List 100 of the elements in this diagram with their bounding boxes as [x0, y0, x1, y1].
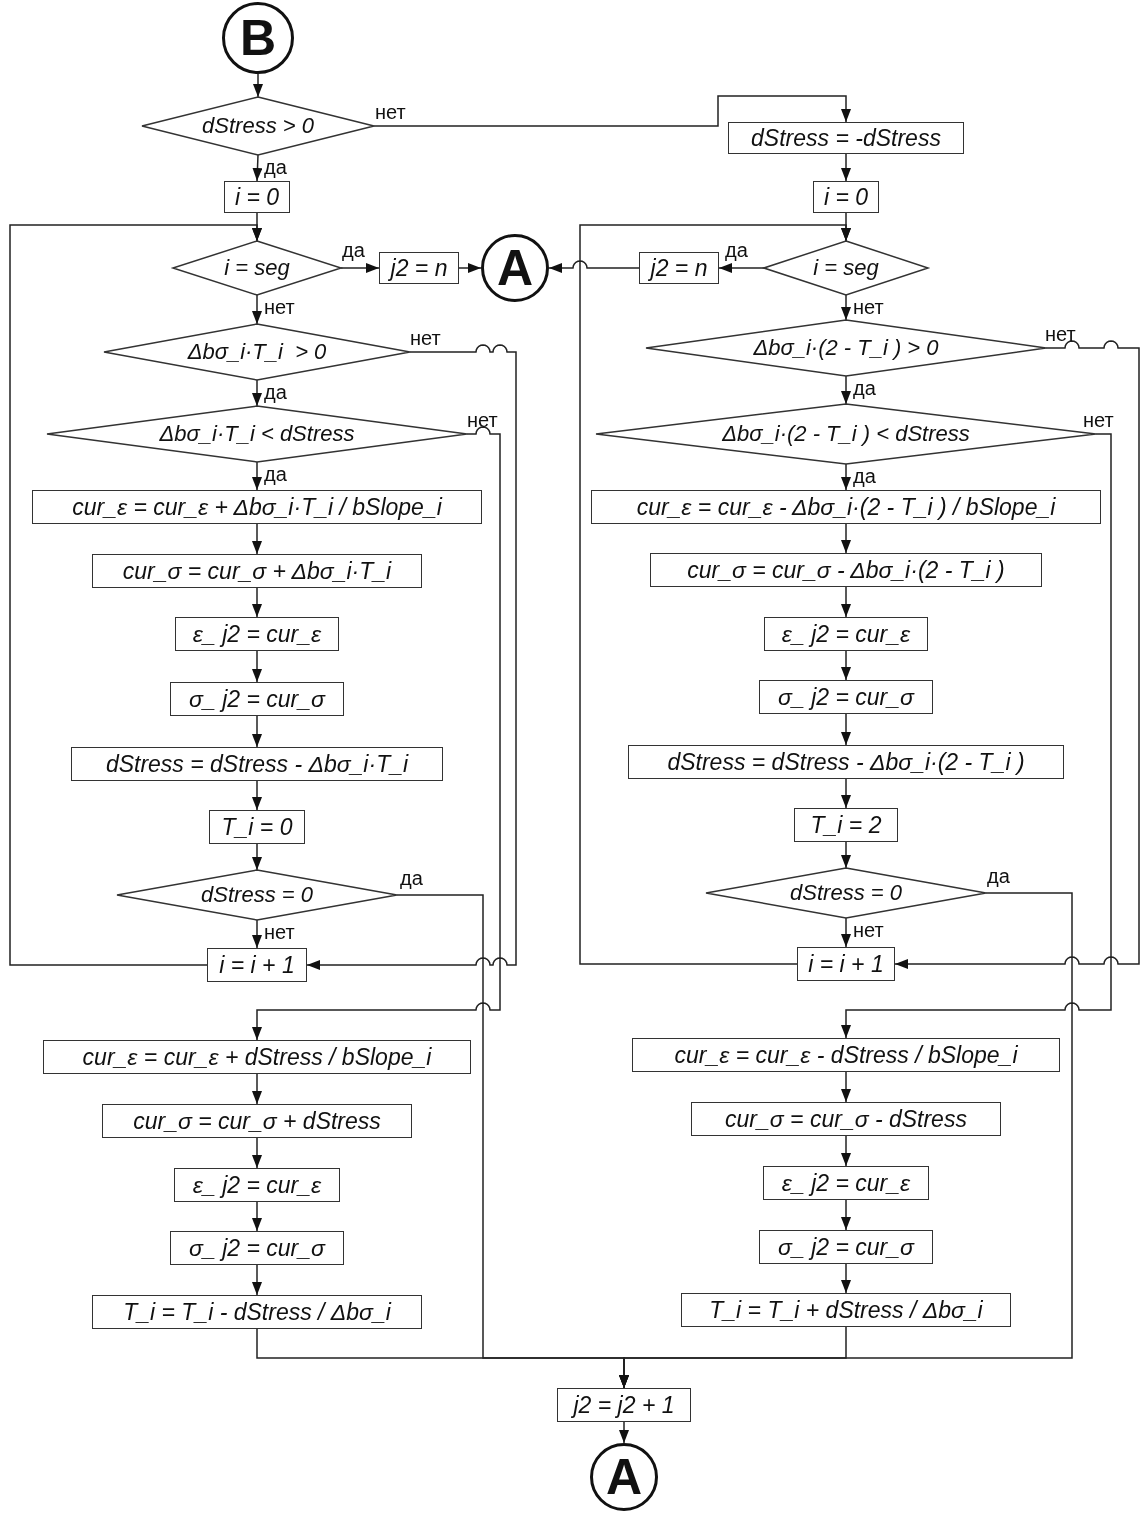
arrow	[841, 1199, 851, 1231]
formula-text: j2 = j2 + 1	[573, 1393, 675, 1417]
arrow	[548, 260, 640, 273]
arrow	[252, 1073, 262, 1105]
arrow	[841, 375, 851, 405]
process-box	[691, 1102, 1001, 1136]
arrow	[252, 426, 501, 1041]
arrow	[252, 523, 262, 555]
decision-diamond	[104, 324, 410, 380]
formula-text: i = 0	[823, 185, 869, 209]
arrow	[841, 713, 851, 746]
arrow	[841, 433, 1112, 1039]
arrow	[252, 461, 262, 491]
edge-label: нет	[853, 920, 884, 940]
edge-label: нет	[410, 328, 441, 348]
process-box	[209, 810, 305, 844]
formula-text: i = seg	[813, 257, 879, 279]
edge-label: да	[264, 382, 287, 402]
edge-label: да	[342, 240, 365, 260]
formula-text: T_i = 0	[221, 815, 293, 839]
process-box	[591, 490, 1101, 524]
edge-label: нет	[467, 410, 498, 430]
arrow	[619, 1421, 629, 1444]
edge-label: да	[264, 157, 287, 177]
process-box	[639, 252, 719, 284]
process-box	[71, 747, 443, 781]
formula-text: cur_ε = cur_ε - dStress / bSlope_i	[674, 1043, 1018, 1067]
process-box	[628, 745, 1064, 779]
arrow	[252, 587, 262, 618]
formula-text: σ_ j2 = cur_σ	[189, 687, 325, 711]
edge-label: нет	[1045, 324, 1076, 344]
decision-diamond	[117, 870, 397, 920]
process-box	[650, 553, 1042, 587]
process-box	[92, 554, 422, 588]
formula-text: T_i = 2	[810, 813, 882, 837]
decision-diamond	[173, 241, 341, 295]
formula-text: cur_ε = cur_ε + Δbσ_i·T_i / bSlope_i	[72, 495, 442, 519]
edge-label: да	[725, 240, 748, 260]
arrow	[841, 153, 851, 182]
formula-text: dStress = -dStress	[751, 126, 941, 150]
arrow	[841, 463, 851, 491]
formula-text: dStress > 0	[202, 115, 314, 137]
process-box	[379, 252, 459, 284]
formula-text: i = i + 1	[808, 952, 884, 976]
formula-text: cur_σ = cur_σ - dStress	[725, 1107, 967, 1131]
arrow	[252, 154, 263, 182]
process-box	[174, 1168, 340, 1202]
process-box	[728, 122, 964, 154]
formula-text: σ_ j2 = cur_σ	[189, 1236, 325, 1260]
arrow	[252, 379, 262, 407]
decision-diamond	[706, 868, 986, 918]
formula-text: dStress = dStress - Δbσ_i·T_i	[105, 752, 409, 776]
arrow	[841, 294, 851, 321]
edge-label: нет	[853, 297, 884, 317]
arrow	[306, 344, 517, 970]
edge-label: нет	[1083, 410, 1114, 430]
process-box	[92, 1295, 422, 1329]
arrow	[252, 843, 262, 871]
formula-text: i = seg	[224, 257, 290, 279]
arrow	[841, 523, 851, 554]
process-box	[175, 617, 339, 651]
arrow	[841, 1263, 851, 1294]
process-box	[764, 617, 928, 651]
arrow	[841, 841, 851, 869]
formula-text: i = i + 1	[219, 953, 295, 977]
arrow	[340, 263, 380, 273]
arrow	[894, 340, 1140, 969]
decision-diamond	[764, 241, 928, 295]
arrow	[841, 1135, 851, 1167]
process-box	[813, 181, 879, 213]
arrow	[373, 95, 851, 127]
process-box	[102, 1104, 412, 1138]
arrow	[252, 780, 262, 811]
arrow	[252, 1137, 262, 1169]
formula-text: ε_ j2 = cur_ε	[192, 622, 322, 646]
arrow	[252, 1264, 262, 1296]
edge-label: нет	[375, 102, 406, 122]
formula-text: Δbσ_i·T_i > 0	[187, 341, 327, 363]
formula-text: Δbσ_i·T_i < dStress	[159, 423, 355, 445]
formula-text: cur_σ = cur_σ + dStress	[133, 1109, 381, 1133]
decision-diamond	[646, 320, 1046, 376]
arrow	[252, 1201, 262, 1232]
formula-text: cur_σ = cur_σ + Δbσ_i·T_i	[122, 559, 392, 583]
edge-label: да	[400, 868, 423, 888]
formula-text: ε_ j2 = cur_ε	[192, 1173, 322, 1197]
process-box	[797, 947, 895, 981]
arrow	[252, 294, 262, 325]
edge-label: нет	[264, 297, 295, 317]
arrow	[252, 650, 262, 683]
arrow	[841, 586, 851, 618]
formula-text: dStress = dStress - Δbσ_i·(2 - T_i )	[667, 750, 1025, 774]
arrow	[841, 1071, 851, 1103]
formula-text: T_i = T_i - dStress / Δbσ_i	[123, 1300, 391, 1324]
formula-text: i = 0	[234, 185, 280, 209]
arrow	[458, 263, 482, 273]
formula-text: j2 = n	[650, 256, 708, 280]
process-box	[632, 1038, 1060, 1072]
formula-text: σ_ j2 = cur_σ	[778, 685, 914, 709]
edge-label: да	[853, 466, 876, 486]
process-box	[43, 1040, 471, 1074]
